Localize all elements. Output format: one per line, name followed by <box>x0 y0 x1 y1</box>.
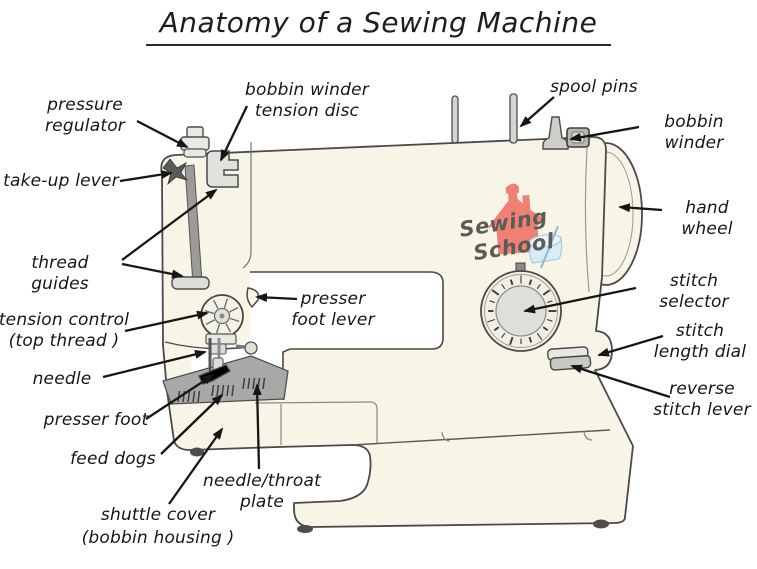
stitch-selector-dial <box>480 262 562 352</box>
label-take-up-lever: take-up lever <box>3 171 119 191</box>
label-reverse-stitch-lever: reverse stitch lever <box>653 379 751 420</box>
arrow-pressure-regulator <box>136 119 189 149</box>
arrow-bobbin-winder <box>569 125 640 142</box>
leader-arrows <box>102 96 671 505</box>
label-presser-foot: presser foot <box>43 410 149 430</box>
arrow-spool-pins <box>519 96 555 128</box>
arrow-stitch-length-dial <box>597 334 664 357</box>
panel-lines <box>242 142 611 446</box>
label-stitch-length-dial: stitch length dial <box>653 321 747 362</box>
arrow-tension-control <box>124 310 209 333</box>
label-hand-wheel: hand wheel <box>681 198 733 239</box>
label-feed-dogs: feed dogs <box>70 449 156 469</box>
arrow-take-up-lever <box>119 170 173 183</box>
arrow-presser-foot <box>145 373 215 420</box>
arrow-presser-foot-lever <box>255 293 298 302</box>
label-bobbin-winder: bobbin winder <box>664 112 724 153</box>
diagram-title: Anatomy of a Sewing Machine <box>145 6 612 46</box>
arrow-needle-throat-plate <box>252 383 262 470</box>
label-needle: needle <box>32 369 92 389</box>
label-presser-foot-lever: presser foot lever <box>291 289 375 330</box>
label-shuttle-cover: shuttle cover (bobbin housing ) <box>81 505 235 548</box>
presser-foot-lever-part <box>246 287 260 309</box>
logo-thread-doodle <box>528 225 563 269</box>
arrow-stitch-selector <box>523 286 637 314</box>
title-wrap: Anatomy of a Sewing Machine <box>0 6 757 46</box>
arrow-thread-guides-upper <box>121 188 218 261</box>
spool-pin-left <box>451 95 459 144</box>
machine-feet <box>190 447 609 533</box>
logo-school-house <box>487 183 547 255</box>
arrow-hand-wheel <box>618 203 663 213</box>
label-spool-pins: spool pins <box>550 77 638 97</box>
label-pressure-regulator: pressure regulator <box>44 95 125 136</box>
lower-thread-guide <box>171 276 210 290</box>
reverse-stitch-lever-part <box>547 346 592 371</box>
arrow-needle <box>102 350 207 379</box>
arrow-feed-dogs <box>160 393 224 455</box>
bobbin-winder-part <box>542 116 590 150</box>
harp-space-outline <box>250 271 444 400</box>
label-needle-throat-plate: needle/throat plate <box>203 471 321 512</box>
arrow-bobbin-winder-tension-disc <box>219 105 249 162</box>
label-stitch-selector: stitch selector <box>659 271 729 312</box>
bobbin-winder-tension-disc-part <box>206 150 239 188</box>
arrow-reverse-stitch-lever <box>570 364 671 399</box>
pressure-regulator-knob <box>180 126 210 158</box>
label-tension-control: tension control (top thread ) <box>0 310 130 351</box>
arrow-thread-guides-lower <box>121 262 184 279</box>
label-bobbin-winder-tension-disc: bobbin winder tension disc <box>245 80 369 121</box>
spool-pin-right <box>509 93 518 144</box>
label-thread-guides: thread guides <box>31 253 89 294</box>
arrow-shuttle-cover <box>168 427 224 505</box>
